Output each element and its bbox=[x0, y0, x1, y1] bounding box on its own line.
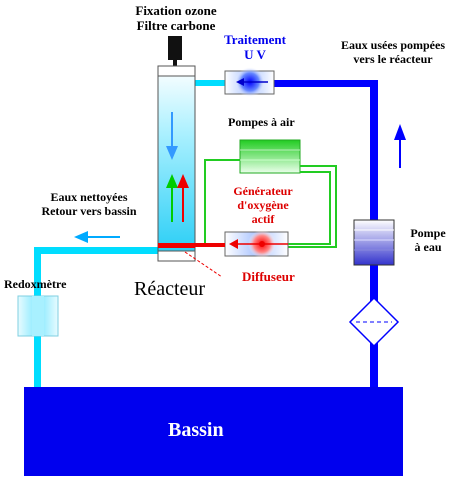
basin-label: Bassin bbox=[168, 419, 224, 441]
diffuser-plate bbox=[158, 243, 195, 248]
ozone-filter-neck bbox=[173, 58, 177, 66]
uv-label-line2: U V bbox=[244, 46, 266, 62]
water-pump-label-line2: à eau bbox=[414, 239, 442, 254]
air-pumps-label: Pompes à air bbox=[228, 115, 295, 129]
ozone-filter-label-line2: Filtre carbone bbox=[136, 17, 216, 33]
down-flow-arrow bbox=[166, 112, 178, 160]
oxygen-generator-label: Générateur d'oxygène actif bbox=[218, 184, 308, 226]
filter-diamond bbox=[348, 296, 400, 348]
wastewater-label-line2: vers le réacteur bbox=[353, 51, 433, 66]
basin bbox=[24, 387, 403, 476]
reactor-label: Réacteur bbox=[134, 278, 206, 300]
uv-to-reactor-pipe bbox=[195, 80, 225, 86]
ozone-filter-cap bbox=[168, 36, 182, 60]
oxygen-generator-label-line1: Générateur bbox=[233, 184, 293, 198]
clean-water-label-line1: Eaux nettoyées bbox=[50, 190, 128, 204]
redox-meter-label: Redoxmètre bbox=[4, 277, 67, 291]
diffuser-leader bbox=[184, 251, 223, 278]
oxygen-generator-label-line2: d'oxygène bbox=[237, 197, 289, 212]
water-pump bbox=[353, 219, 395, 266]
wastewater-label-line1: Eaux usées pompées bbox=[340, 38, 445, 52]
up-red-arrow bbox=[177, 174, 189, 222]
up-green-arrow bbox=[166, 174, 178, 222]
uv-label: Traitement U V bbox=[210, 32, 300, 63]
clean-water-arrow bbox=[74, 231, 120, 243]
clean-water-label: Eaux nettoyées Retour vers bassin bbox=[24, 190, 154, 219]
oxygen-line bbox=[195, 243, 225, 247]
water-pump-label: Pompe à eau bbox=[398, 226, 458, 255]
oxygen-generator-label-line3: actif bbox=[251, 211, 275, 226]
clean-water-label-line2: Retour vers bassin bbox=[41, 203, 137, 218]
oxygen-generator bbox=[224, 230, 289, 258]
wastewater-label: Eaux usées pompées vers le réacteur bbox=[318, 38, 468, 67]
air-pump bbox=[239, 139, 301, 174]
ozone-filter-label-line1: Fixation ozone bbox=[135, 3, 217, 18]
reactor-column bbox=[157, 65, 196, 262]
diffuser-label: Diffuseur bbox=[242, 269, 295, 284]
ozone-filter-label: Fixation ozone Filtre carbone bbox=[116, 3, 236, 34]
uv-unit bbox=[224, 67, 275, 97]
water-pump-label-line1: Pompe bbox=[410, 226, 446, 240]
redox-meter bbox=[17, 295, 59, 337]
uv-label-line1: Traitement bbox=[224, 32, 286, 47]
upflow-arrow bbox=[394, 124, 406, 168]
